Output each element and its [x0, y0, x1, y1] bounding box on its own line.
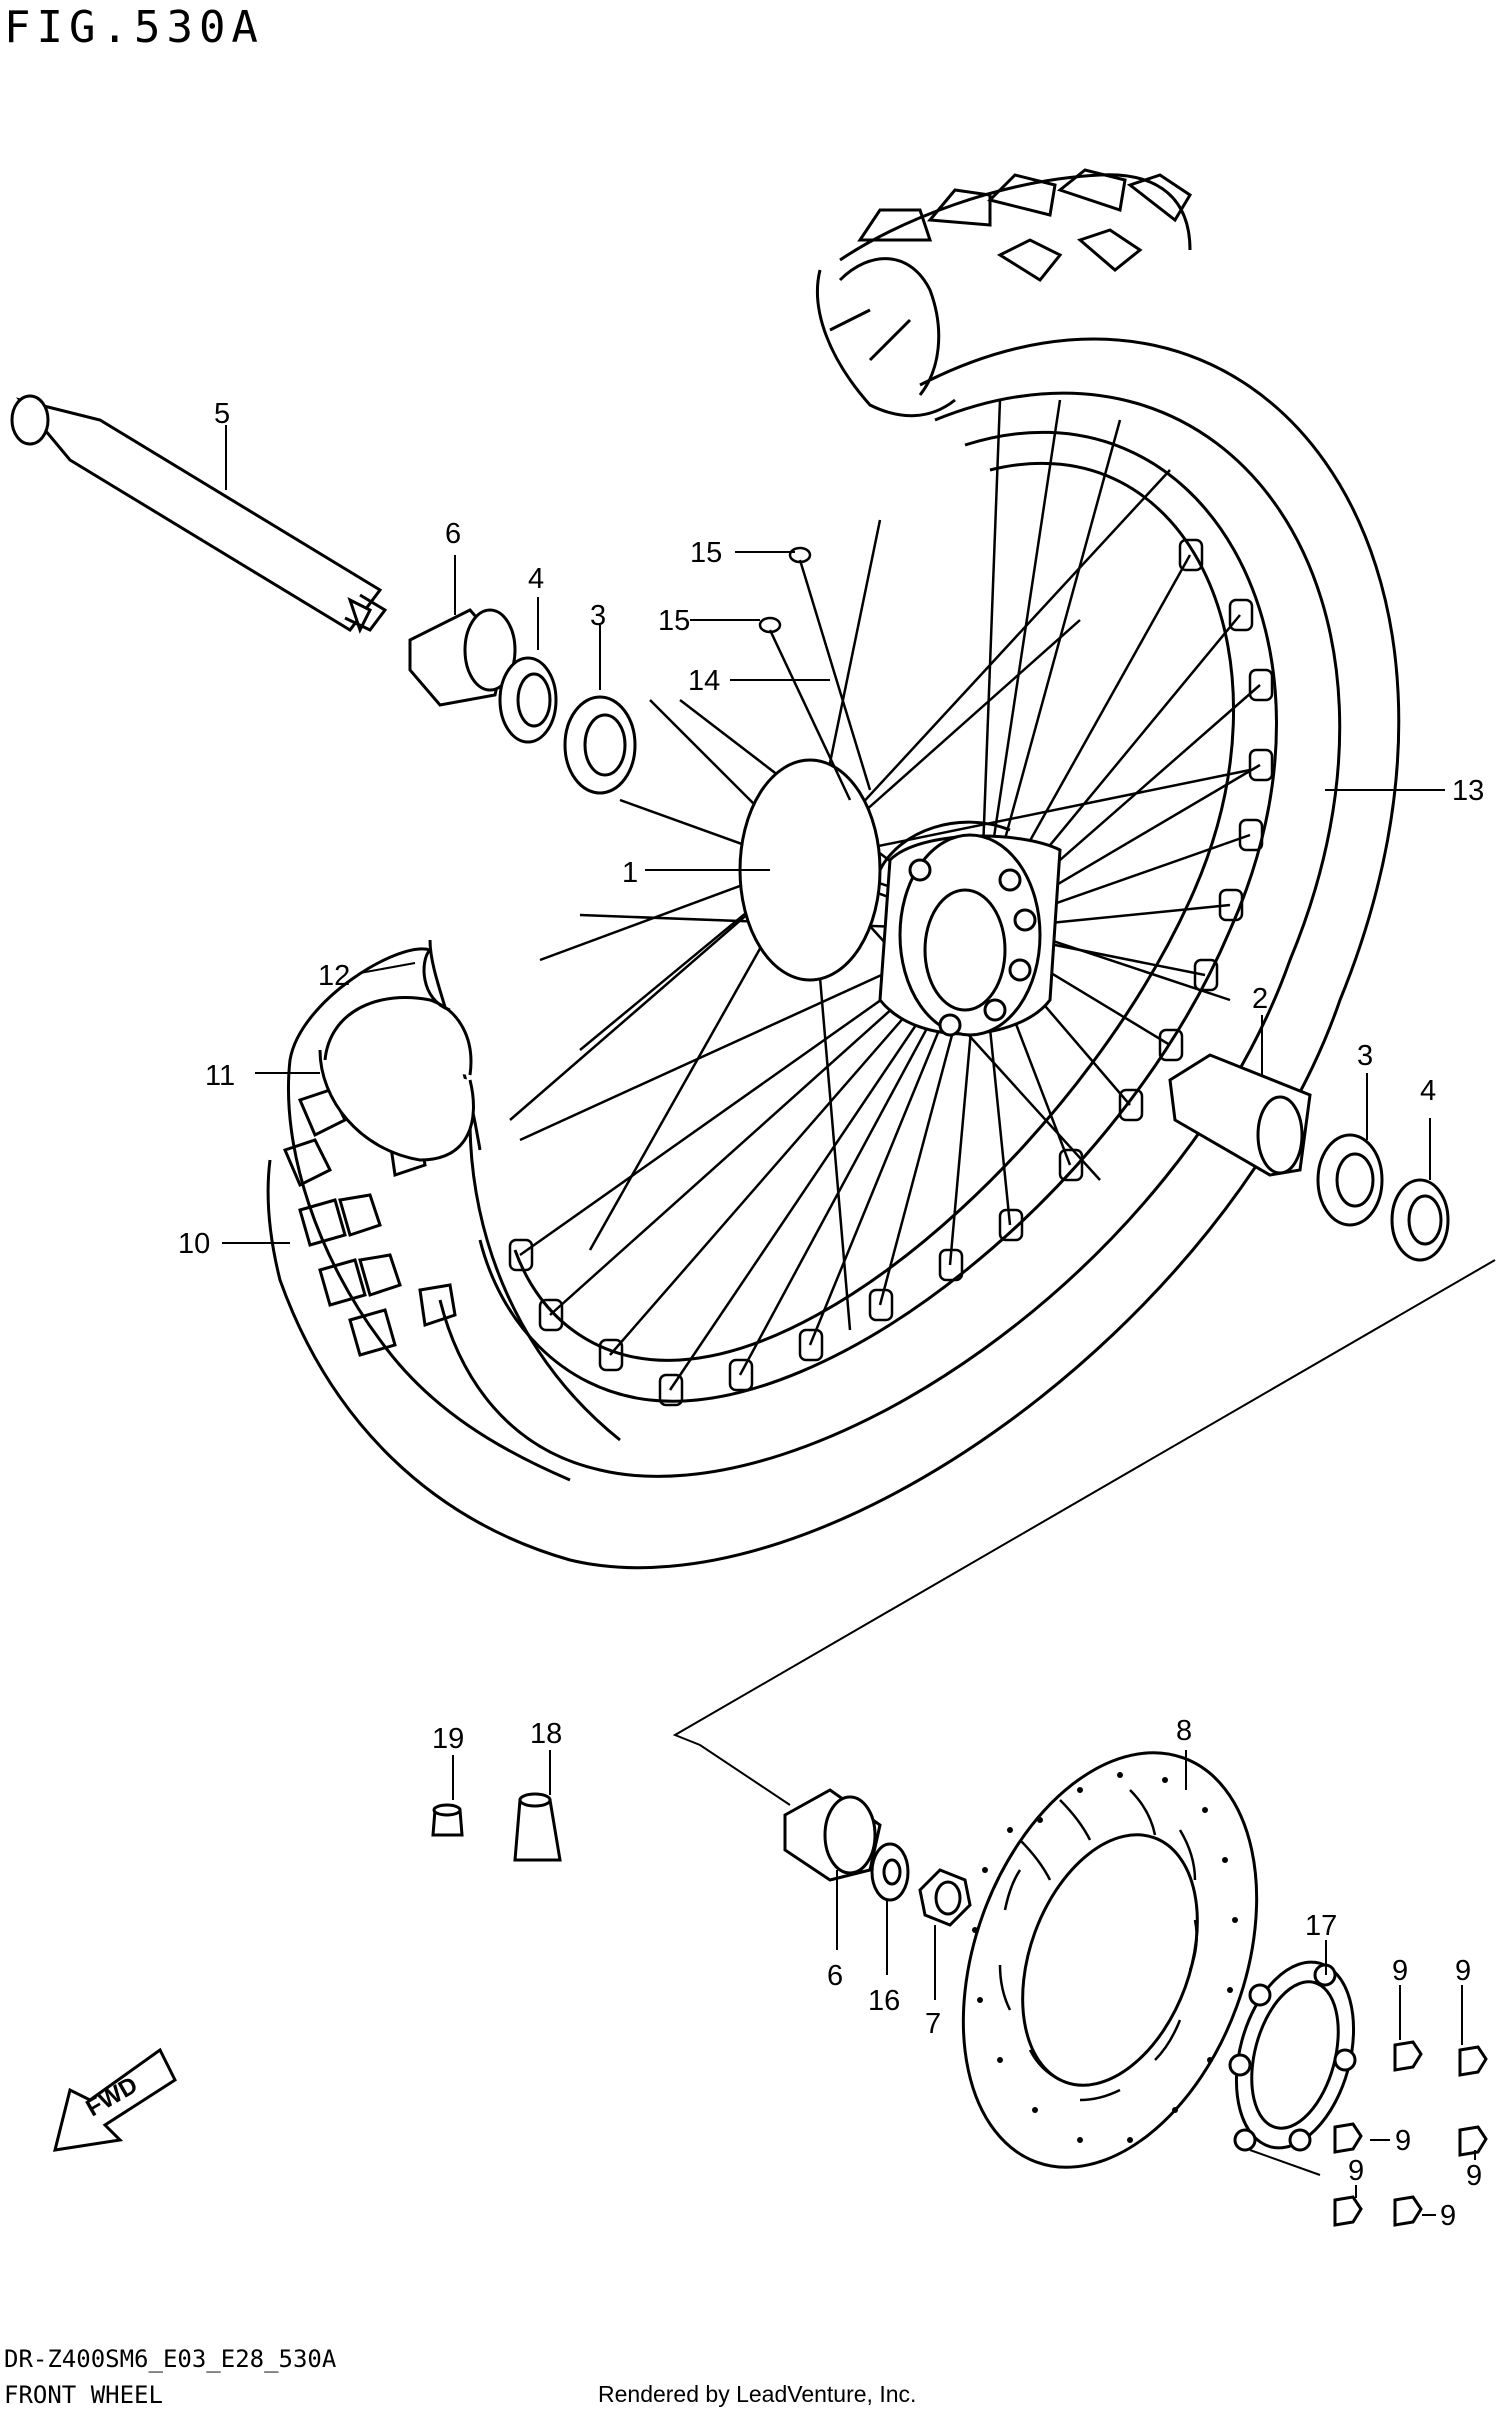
callout-16: 16 [868, 1985, 900, 2017]
callout-9-e: 9 [1348, 2155, 1364, 2187]
air-valve [758, 546, 872, 801]
callout-19: 19 [432, 1723, 464, 1755]
callout-3-right: 3 [1357, 1040, 1373, 1072]
hub [738, 758, 1062, 1037]
callout-4-upper: 4 [528, 563, 544, 595]
diagram-caption: FRONT WHEEL [4, 2381, 163, 2409]
callout-1: 1 [622, 857, 638, 889]
callout-6-upper: 6 [445, 518, 461, 550]
spacer-right [1168, 1053, 1312, 1177]
axle [10, 394, 388, 634]
valve-cap [431, 1803, 464, 1837]
spacer-collar-upper [408, 608, 517, 707]
oil-seal-right [1390, 1178, 1450, 1262]
callout-15-a: 15 [690, 537, 722, 569]
callout-7: 7 [925, 2008, 941, 2040]
nut [918, 1868, 972, 1927]
callout-9-b: 9 [1455, 1955, 1471, 1987]
bearing-right [1316, 1133, 1384, 1227]
callout-18: 18 [530, 1718, 562, 1750]
callout-2: 2 [1252, 983, 1268, 1015]
callout-4-right: 4 [1420, 1075, 1436, 1107]
valve-core [513, 1792, 562, 1862]
callout-9-f: 9 [1440, 2200, 1456, 2232]
callout-5: 5 [214, 398, 230, 430]
render-credit: Rendered by LeadVenture, Inc. [598, 2381, 917, 2407]
fwd-arrow: FWD [52, 2047, 177, 2152]
callout-12: 12 [318, 960, 350, 992]
rim-band-and-tube [318, 939, 482, 1162]
callout-labels: 5 6 4 3 15 15 14 1 13 12 11 10 2 3 4 8 1… [178, 398, 1484, 2232]
callout-leaders [222, 425, 1476, 2216]
callout-6-lower: 6 [827, 1960, 843, 1992]
sensor-rotor [1228, 1960, 1357, 2152]
callout-8: 8 [1176, 1715, 1192, 1747]
callout-9-c: 9 [1395, 2125, 1411, 2157]
bearing-upper [563, 695, 637, 795]
callout-10: 10 [178, 1228, 210, 1260]
brake-disc [961, 1751, 1259, 2169]
figure-title: FIG.530A [4, 2, 264, 53]
model-code: DR-Z400SM6_E03_E28_530A [4, 2345, 337, 2373]
callout-15-b: 15 [658, 605, 690, 637]
callout-13: 13 [1452, 775, 1484, 807]
callout-14: 14 [688, 665, 720, 697]
callout-3-upper: 3 [590, 600, 606, 632]
callout-9-a: 9 [1392, 1955, 1408, 1987]
spokes [509, 399, 1261, 1391]
oil-seal-upper [498, 656, 558, 744]
disc-bolts [1333, 2040, 1488, 2227]
callout-9-d: 9 [1466, 2160, 1482, 2192]
spacer-collar-lower [783, 1788, 882, 1882]
washer [870, 1842, 910, 1902]
callout-11: 11 [205, 1060, 235, 1092]
callout-17: 17 [1305, 1910, 1337, 1942]
explosion-lines [672, 1259, 1496, 2176]
tire-and-rim [266, 168, 1401, 1570]
